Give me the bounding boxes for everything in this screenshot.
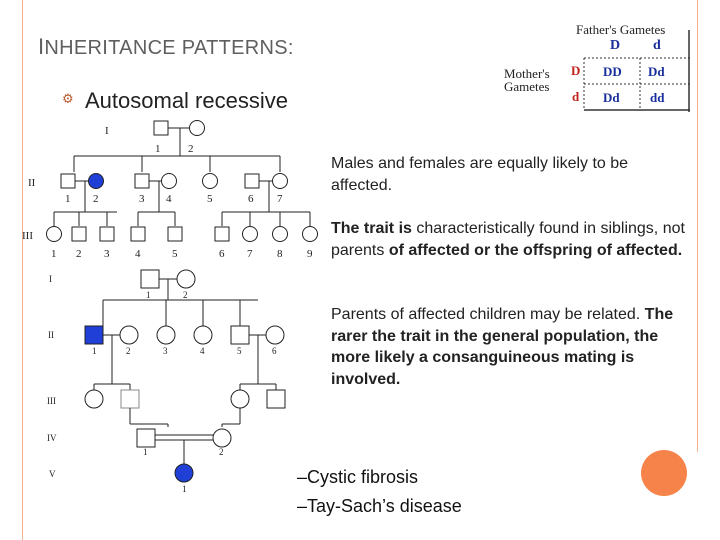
top-gen2-num-2: 2 [93,193,99,205]
paragraph-2-a: The trait is [331,220,417,237]
top-gen-label-i: I [105,125,109,137]
bottom-gen-label-iii: III [47,396,56,406]
bottom-gen2-num-4: 4 [200,346,205,356]
paragraph-3-a: Parents of affected children may be rela… [331,306,641,323]
subtitle: Autosomal recessive [85,88,288,113]
cell-dd-lower: dd [650,90,665,105]
list-item-cystic-fibrosis: –Cystic fibrosis [297,467,419,487]
bottom-gen4-num-2: 2 [219,447,224,457]
top-gen-label-ii: II [28,177,36,189]
top-gen1-num-2: 2 [188,143,194,155]
bottom-gen-label-ii: II [48,330,54,340]
border-line-right [697,0,698,452]
top-gen3-num-2: 2 [76,248,82,260]
border-line-top [22,0,23,20]
top-gen3-num-5: 5 [172,248,178,260]
title-initial: I [38,34,45,59]
top-gen2-num-6: 6 [248,193,254,205]
top-gen1-num-1: 1 [155,143,161,155]
border-line-left [22,20,23,540]
top-gen2-num-7: 7 [277,193,283,205]
bottom-gen5-num-1: 1 [182,484,187,494]
cell-dd-mixed-1: Dd [648,64,665,79]
paragraph-2-b: characteristically found in siblings, no… [331,220,685,259]
paragraph-siblings: The trait is characteristically found in… [331,218,691,261]
top-gen2-num-4: 4 [166,193,172,205]
bottom-gen2-num-2: 2 [126,346,131,356]
paragraph-consanguinity: Parents of affected children may be rela… [331,304,691,390]
mothers-label-line2: Gametes [504,79,550,94]
mother-gamete-d-lower: d [572,89,580,104]
top-gen3-num-4: 4 [135,248,141,260]
top-gen3-num-3: 3 [104,248,110,260]
paragraph-2-c: of affected or the offspring of affected… [384,241,683,259]
title-rest: NHERITANCE PATTERNS: [44,37,294,59]
paragraph-3-b: The rarer the trait in the general popul… [331,306,674,388]
father-gamete-d-lower: d [653,38,661,53]
bottom-gen2-num-6: 6 [272,346,277,356]
bottom-gen2-num-3: 3 [163,346,168,356]
cell-dd-mixed-2: Dd [603,90,620,105]
bottom-gen1-num-1: 1 [146,290,151,300]
paragraph-1-text: Males and females are equally likely to … [331,155,629,194]
top-gen3-num-9: 9 [307,248,313,260]
gear-bullet-icon: ⚙ [62,91,74,106]
bottom-gen-label-iv: IV [47,433,57,443]
bottom-gen4-num-1: 1 [143,447,148,457]
punnett-grid [583,30,690,112]
pedigree-bottom: I II III IV V 1 2 1 2 3 4 5 6 1 2 1 [47,269,286,494]
top-gen2-num-5: 5 [207,193,213,205]
bottom-gen-label-v: V [49,469,56,479]
father-gamete-d-upper: D [610,38,621,53]
top-gen3-num-7: 7 [247,248,253,260]
top-gen3-num-1: 1 [51,248,57,260]
bottom-gen-label-i: I [49,274,52,284]
mothers-label-line1: Mother's [504,66,550,81]
mother-gamete-d-upper: D [571,63,581,78]
list-item-tay-sachs: –Tay-Sach’s disease [297,496,462,516]
slide-title: INHERITANCE PATTERNS: [38,34,294,60]
cell-dd-upper: DD [603,64,622,79]
top-gen2-num-1: 1 [65,193,71,205]
paragraph-equal-likelihood: Males and females are equally likely to … [331,153,691,196]
bottom-gen2-num-5: 5 [237,346,242,356]
punnett-square: Father's Gametes Mother's Gametes D d D … [500,22,692,114]
bottom-gen2-num-1: 1 [92,346,97,356]
fathers-gametes-label: Father's Gametes [576,22,666,37]
top-gen2-num-3: 3 [139,193,145,205]
top-gen3-num-8: 8 [277,248,283,260]
bottom-gen1-num-2: 2 [183,290,188,300]
decorative-orange-circle [641,450,687,496]
pedigree-top: I II III 1 2 1 2 3 4 5 6 7 1 2 3 4 5 6 7… [22,120,318,260]
top-gen3-num-6: 6 [219,248,225,260]
top-gen-label-iii: III [22,230,33,242]
